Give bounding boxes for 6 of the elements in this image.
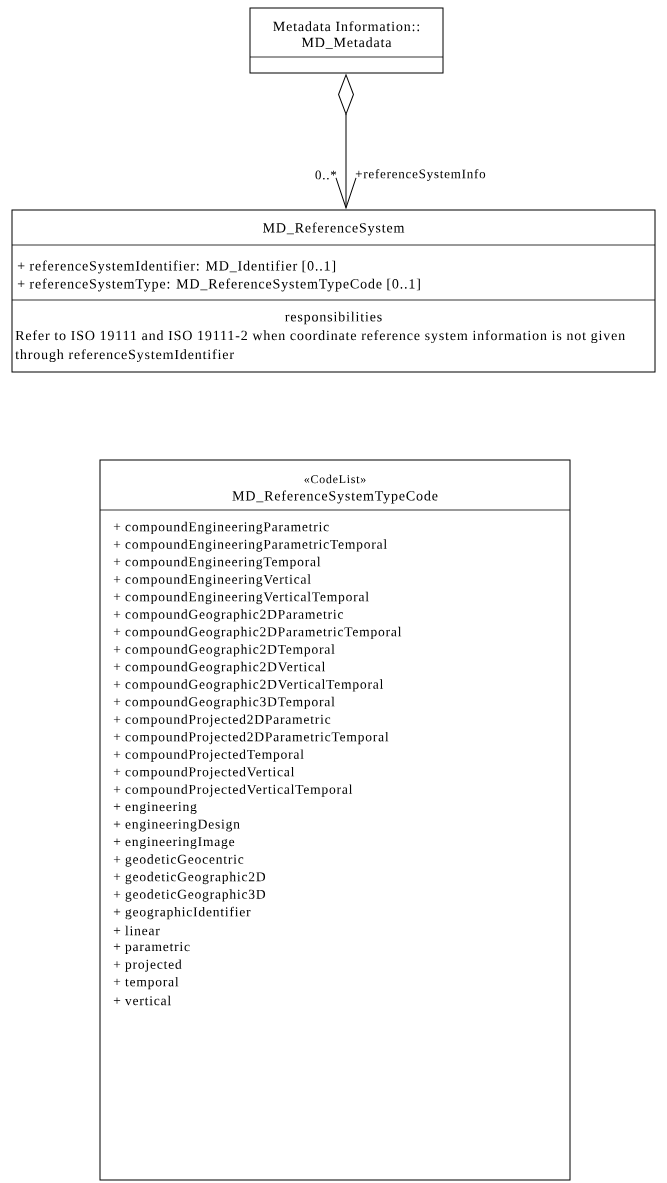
aggregation-arrow: [335, 74, 357, 209]
class-box: MD_ReferenceSystem + referenceSystemIdentifier: MD_Identifier [0..1] + referenceSystemType: MD_ReferenceSystemTypeCode [0..1] responsibilities Refer to ISO 19111 and ISO 19111-2 when coordinate reference system information is not given through referenceSystemIdentifier: [11, 209, 656, 373]
edge-label: +referenceSystemInfo: [355, 169, 486, 181]
class-box: Metadata Information:: MD_Metadata: [249, 7, 444, 74]
multiplicity-label: 0..*: [315, 170, 337, 180]
enumeration-box: «CodeList» MD_ReferenceSystemTypeCode + compoundEngineeringParametric + compoundEngineeringParametricTemporal + compoundEngineeringTemporal + compoundEngineeringVertical + compoundEngineeringVerticalTemporal + compoundGeographic2DParametric + compoundGeographic2DParametricTemporal + compoundGeographic2DTemporal + compoundGeographic2DVertical + compoundGeographic2DVerticalTemporal + compoundGeographic3DTemporal + compoundProjected2DParametric + compoundProjected2DParametricTemporal + compoundProjectedTemporal + compoundProjectedVertical + compoundProjectedVerticalTemporal + engineering + engineeringDesign + engineeringImage + geodeticGeocentric + geodeticGeographic2D + geodeticGeographic3D + geographicIdentifier + linear + parametric + projected + temporal + vertical: [99, 459, 571, 1181]
